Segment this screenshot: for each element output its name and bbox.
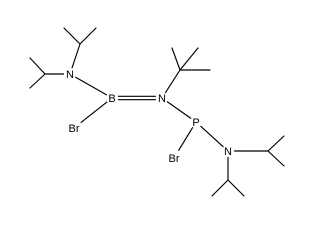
- bond-ipr1_ch-ipr1_me2: [79, 27, 97, 45]
- bond-ipr4_ch-ipr4_me1: [211, 179, 229, 197]
- bond-n2-tbu_c: [164, 69, 181, 94]
- bond-n1-b: [75, 76, 107, 96]
- bond-n1-ipr1_ch: [71, 43, 81, 69]
- atom-label-p: P: [192, 117, 199, 129]
- atom-label-br2: Br: [169, 153, 180, 165]
- atom-label-br1: Br: [69, 123, 80, 135]
- bond-tbu_c-tbu_me2: [179, 47, 199, 71]
- bond-ipr3_ch-ipr3_me1: [267, 135, 285, 152]
- bond-ipr4_ch-ipr4_me2: [227, 179, 245, 197]
- bond-layer: [29, 27, 285, 197]
- atom-label-n2: N: [158, 93, 166, 105]
- bond-p-br2: [178, 126, 194, 151]
- atom-label-n3: N: [224, 146, 232, 158]
- bond-ipr3_ch-ipr3_me2: [267, 150, 285, 167]
- bond-ipr2_ch-ipr2_me2: [29, 57, 46, 75]
- bond-tbu_c-tbu_me1: [171, 47, 181, 71]
- atom-label-n1: N: [66, 69, 74, 81]
- bond-p-n3: [200, 125, 224, 148]
- bond-ipr1_ch-ipr1_me1: [63, 27, 81, 45]
- bond-n2-p: [166, 101, 192, 119]
- bond-b-br1: [80, 101, 108, 123]
- atom-label-b: B: [108, 93, 115, 105]
- bond-ipr2_ch-ipr2_me1: [29, 73, 46, 89]
